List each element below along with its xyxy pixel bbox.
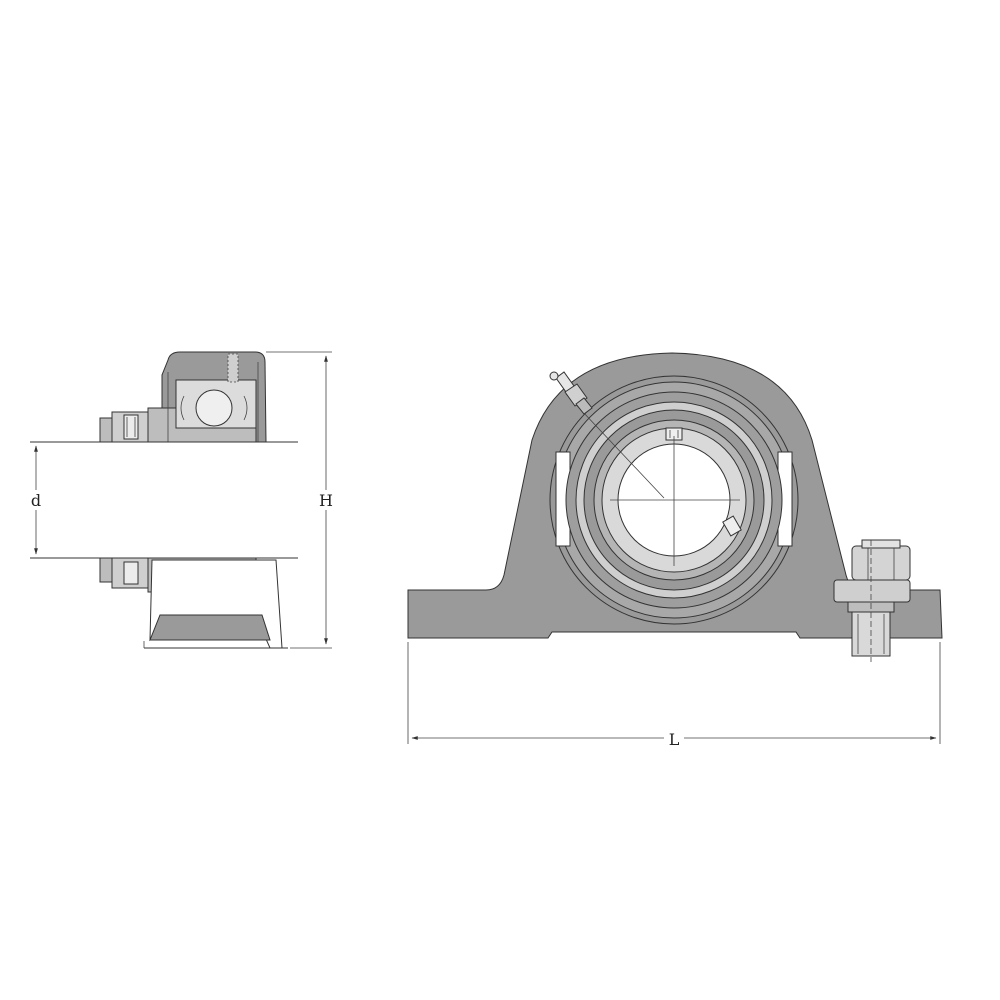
height-label: H xyxy=(319,491,333,510)
lower-housing-section xyxy=(99,557,288,649)
height-dimension: H xyxy=(266,351,336,649)
side-section-view: d H xyxy=(27,351,336,649)
upper-ball xyxy=(195,389,233,427)
shaft-diameter-dimension: d xyxy=(27,445,45,555)
length-label: L xyxy=(669,730,680,749)
grease-nipple xyxy=(549,371,665,499)
length-dimension: L xyxy=(407,642,941,749)
upper-housing-section xyxy=(99,351,267,443)
mounting-bolt xyxy=(833,539,911,662)
set-screw-side xyxy=(722,515,742,537)
shaft-diameter-label: d xyxy=(31,491,41,510)
front-view: L xyxy=(407,352,943,749)
